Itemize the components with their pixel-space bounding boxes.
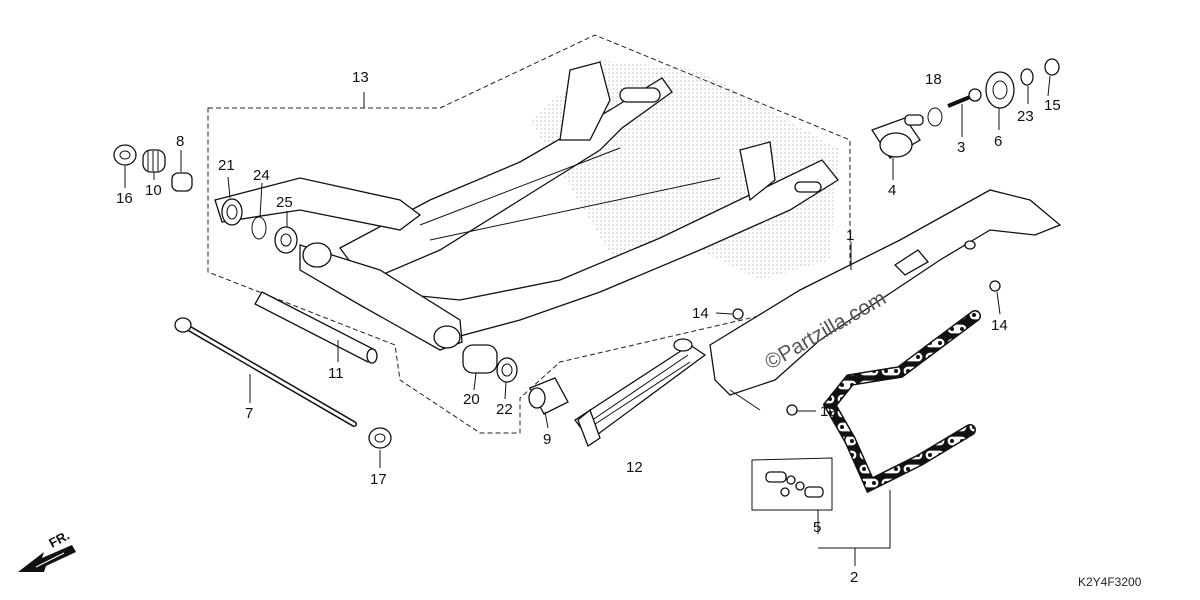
callout-5: 5 — [813, 519, 821, 536]
callout-7: 7 — [245, 405, 253, 422]
callout-18: 18 — [925, 71, 942, 88]
drive-chain-2[interactable] — [822, 310, 981, 494]
callout-4: 4 — [888, 182, 896, 199]
callout-12: 12 — [626, 459, 643, 476]
chain-slider-12[interactable] — [574, 338, 707, 447]
collar-tube-11[interactable] — [254, 291, 378, 364]
chain-adjuster-plate-6[interactable] — [985, 71, 1015, 109]
callout-24: 24 — [253, 167, 270, 184]
callout-8: 8 — [176, 133, 184, 150]
dust-seal-22[interactable] — [496, 357, 518, 383]
callout-19: 19 — [820, 403, 837, 420]
bolt-19[interactable] — [786, 404, 798, 416]
swingarm-13[interactable] — [214, 61, 839, 351]
callout-labels: 1 2 3 4 5 6 7 8 9 10 11 12 13 14 14 15 1… — [116, 69, 1061, 586]
callout-22: 22 — [496, 401, 513, 418]
callout-10: 10 — [145, 182, 162, 199]
front-arrow-icon — [18, 545, 76, 572]
chain-case-1[interactable] — [709, 189, 1062, 411]
nut-15[interactable] — [1044, 58, 1060, 76]
circlip-18[interactable] — [927, 107, 943, 127]
callout-1: 1 — [846, 227, 854, 244]
callout-3: 3 — [957, 139, 965, 156]
joint-kit-5[interactable] — [751, 457, 833, 511]
dust-seal-21[interactable] — [221, 198, 243, 226]
diagram-code: K2Y4F3200 — [1078, 575, 1142, 589]
adjuster-4[interactable] — [871, 114, 924, 159]
bolt-14-right[interactable] — [989, 280, 1001, 292]
callout-23: 23 — [1017, 108, 1034, 125]
callout-6: 6 — [994, 133, 1002, 150]
callout-2: 2 — [850, 569, 858, 586]
callout-14-right: 14 — [991, 317, 1008, 334]
collar-9[interactable] — [528, 377, 569, 415]
callout-16: 16 — [116, 190, 133, 207]
pivot-bolt-7[interactable] — [174, 317, 357, 427]
adjusting-bolt-3[interactable] — [947, 88, 982, 108]
callout-11: 11 — [328, 365, 344, 382]
callout-20: 20 — [463, 391, 480, 408]
callout-21: 21 — [218, 157, 235, 174]
collar-8[interactable] — [171, 172, 193, 192]
needle-bearing-20[interactable] — [462, 344, 498, 374]
assembly-boundary-13 — [207, 34, 851, 434]
callout-15: 15 — [1044, 97, 1061, 114]
washer-23[interactable] — [1020, 68, 1034, 86]
threaded-bushing-10[interactable] — [142, 149, 166, 173]
leader-lines — [124, 75, 1051, 566]
bolt-14-left[interactable] — [732, 308, 744, 320]
callout-25: 25 — [276, 194, 293, 211]
callout-14-left: 14 — [692, 305, 709, 322]
callout-13: 13 — [352, 69, 369, 86]
bearing-25[interactable] — [274, 226, 298, 254]
callout-17: 17 — [370, 471, 387, 488]
circlip-24[interactable] — [251, 216, 267, 240]
lock-nut-16[interactable] — [113, 144, 137, 166]
callout-9: 9 — [543, 431, 551, 448]
nut-17[interactable] — [368, 427, 392, 449]
front-direction-indicator: FR. — [18, 528, 76, 572]
